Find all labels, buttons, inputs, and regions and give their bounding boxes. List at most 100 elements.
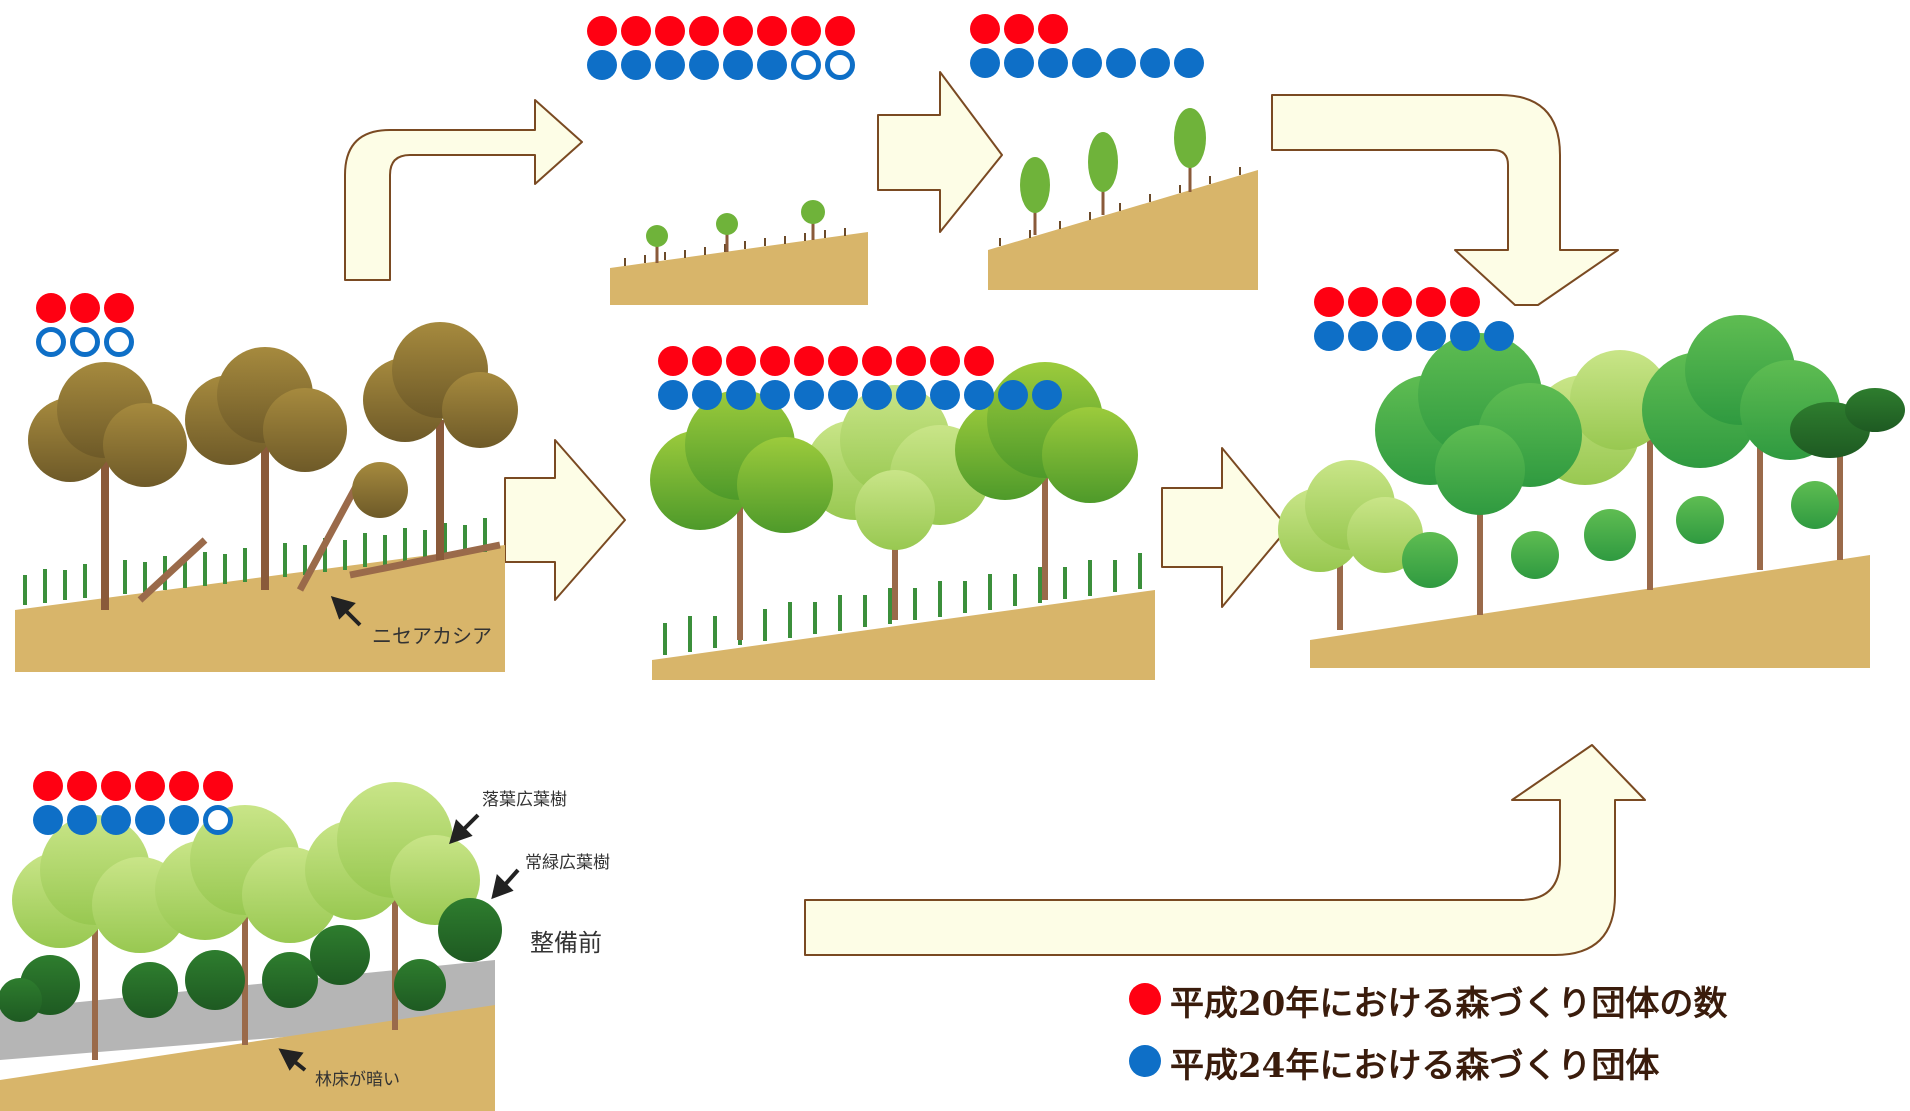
blue-dot bbox=[726, 380, 756, 410]
red-dot bbox=[692, 346, 722, 376]
blue-dot bbox=[794, 380, 824, 410]
red-dot bbox=[33, 771, 63, 801]
blue-dot bbox=[862, 380, 892, 410]
red-dot bbox=[67, 771, 97, 801]
legend-text-2012: 平成24年における森づくり団体 bbox=[1170, 1046, 1660, 1086]
blue-dot bbox=[1450, 321, 1480, 351]
blue-dot bbox=[760, 380, 790, 410]
scene-mature-forest bbox=[1278, 315, 1905, 668]
red-dot bbox=[794, 346, 824, 376]
curved-arrow-right-down bbox=[1271, 94, 1619, 306]
red-dot bbox=[970, 14, 1000, 44]
grass-row bbox=[663, 553, 1142, 655]
legend-text-2008: 平成20年における森づくり団体の数 bbox=[1170, 984, 1728, 1024]
label-acacia: ニセアカシア bbox=[372, 624, 492, 648]
blue-dot bbox=[587, 50, 617, 80]
blue-dot bbox=[33, 805, 63, 835]
blue-dot-row bbox=[970, 48, 1204, 78]
legend-blue-dot bbox=[1129, 1045, 1161, 1077]
blue-dot-row bbox=[587, 50, 855, 80]
red-dot bbox=[757, 16, 787, 46]
blue-dot bbox=[621, 50, 651, 80]
blue-dot-row bbox=[1314, 321, 1514, 351]
blue-dot-row bbox=[658, 380, 1062, 410]
ground bbox=[15, 545, 505, 672]
blue-hollow-dot bbox=[70, 327, 100, 357]
blue-dot bbox=[1072, 48, 1102, 78]
red-dot bbox=[726, 346, 756, 376]
scene-thinned-forest bbox=[650, 362, 1155, 680]
blue-dot bbox=[723, 50, 753, 80]
red-dot-row bbox=[33, 771, 233, 801]
scene-seedlings bbox=[610, 200, 868, 305]
canopy-green bbox=[650, 362, 1138, 533]
grass-row bbox=[23, 518, 487, 605]
canopy-pine bbox=[1790, 388, 1905, 458]
scene-young-trees bbox=[988, 108, 1258, 290]
blue-dot bbox=[896, 380, 926, 410]
red-dot bbox=[655, 16, 685, 46]
blue-dot bbox=[101, 805, 131, 835]
red-dot bbox=[203, 771, 233, 801]
blue-dot bbox=[930, 380, 960, 410]
label-evergreen: 常緑広葉樹 bbox=[525, 853, 610, 873]
red-dot bbox=[930, 346, 960, 376]
dot-group-acacia bbox=[36, 293, 134, 357]
ground bbox=[1310, 555, 1870, 668]
red-dot bbox=[70, 293, 100, 323]
blue-dot bbox=[757, 50, 787, 80]
red-dot-row bbox=[587, 16, 855, 46]
blue-dot bbox=[970, 48, 1000, 78]
dot-group-mature bbox=[1314, 287, 1514, 351]
blue-dot bbox=[67, 805, 97, 835]
young-canopies bbox=[1020, 108, 1206, 213]
red-dot bbox=[828, 346, 858, 376]
red-dot bbox=[1382, 287, 1412, 317]
red-dot bbox=[1416, 287, 1446, 317]
ground bbox=[0, 1005, 495, 1111]
blue-dot bbox=[964, 380, 994, 410]
blue-dot bbox=[1032, 380, 1062, 410]
blue-hollow-dot bbox=[104, 327, 134, 357]
blue-dot bbox=[135, 805, 165, 835]
curved-arrow-up-right bbox=[344, 99, 583, 281]
ground bbox=[610, 232, 868, 305]
scene-acacia-forest bbox=[15, 322, 518, 672]
pointer-arrows bbox=[278, 596, 520, 1072]
blue-dot-row bbox=[36, 327, 134, 357]
ground bbox=[988, 170, 1258, 290]
red-dot bbox=[964, 346, 994, 376]
blue-dot bbox=[1140, 48, 1170, 78]
red-dot bbox=[1450, 287, 1480, 317]
label-dark-floor: 林床が暗い bbox=[315, 1070, 400, 1090]
red-dot bbox=[1038, 14, 1068, 44]
scene-before-maintenance bbox=[0, 782, 502, 1111]
red-dot bbox=[862, 346, 892, 376]
blue-dot bbox=[655, 50, 685, 80]
red-dot bbox=[135, 771, 165, 801]
blue-hollow-dot bbox=[791, 50, 821, 80]
blue-dot bbox=[1348, 321, 1378, 351]
canopy-deciduous bbox=[12, 782, 480, 953]
blue-dot bbox=[692, 380, 722, 410]
red-dot-row bbox=[36, 293, 134, 323]
blue-hollow-dot bbox=[203, 805, 233, 835]
blue-dot bbox=[998, 380, 1028, 410]
blue-dot bbox=[1484, 321, 1514, 351]
red-dot bbox=[587, 16, 617, 46]
legend-red-dot bbox=[1129, 983, 1161, 1015]
red-dot bbox=[825, 16, 855, 46]
arrow-right-thinned bbox=[1161, 447, 1289, 608]
blue-dot bbox=[1416, 321, 1446, 351]
dot-group-seedling bbox=[587, 16, 855, 80]
dot-group-thinned bbox=[658, 346, 1062, 410]
seedling-canopies bbox=[646, 200, 825, 247]
red-dot bbox=[36, 293, 66, 323]
red-dot bbox=[658, 346, 688, 376]
canopy-evergreen bbox=[0, 898, 502, 1022]
red-dot bbox=[689, 16, 719, 46]
red-dot-row bbox=[658, 346, 1062, 376]
canopies-acacia bbox=[28, 322, 518, 518]
blue-dot-row bbox=[33, 805, 233, 835]
label-deciduous: 落葉広葉樹 bbox=[482, 790, 567, 810]
